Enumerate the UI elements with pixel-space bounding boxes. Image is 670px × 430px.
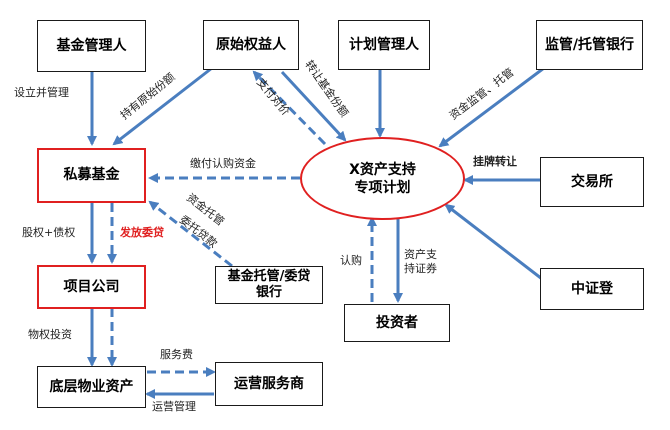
label-property-investment: 物权投资 (28, 328, 72, 341)
arrow-original-owner-to-private-fund (112, 66, 213, 146)
label-establish-manage: 设立并管理 (14, 86, 69, 99)
node-custodian-bank: 监管/托管银行 (536, 20, 643, 70)
label-equity-debt: 股权+债权 (22, 226, 76, 239)
arrow-csdc-to-abs-plan (444, 203, 547, 284)
label-pay-subscription: 缴付认购资金 (190, 157, 256, 170)
arrow-abs-plan-to-original-owner (252, 70, 327, 146)
node-operator: 运营服务商 (215, 362, 323, 406)
label-asset-backed-securities: 资产支持证券 (404, 248, 442, 276)
node-exchange: 交易所 (540, 157, 644, 207)
arrow-trustee-to-private-fund (148, 200, 233, 268)
abs-plan-line2: 专项计划 (354, 179, 411, 196)
label-service-fee: 服务费 (160, 348, 193, 361)
label-asset-backed-securities-text: 资产支持证券 (404, 248, 437, 275)
node-abs-plan: X资产支持 专项计划 (300, 137, 465, 220)
node-property-assets: 底层物业资产 (37, 366, 146, 408)
node-project-company: 项目公司 (37, 265, 146, 309)
arrow-custodian-to-abs-plan (438, 66, 545, 148)
node-investors: 投资者 (344, 304, 450, 342)
fund-trustee-line2: 银行 (255, 285, 282, 300)
node-plan-manager: 计划管理人 (338, 20, 430, 70)
label-operation-management: 运营管理 (152, 400, 196, 413)
fund-trustee-line1: 基金托管/委贷 (227, 269, 311, 284)
node-fund-trustee-bank: 基金托管/委贷 银行 (215, 266, 323, 304)
label-subscribe: 认购 (340, 254, 362, 267)
abs-plan-line1: X资产支持 (349, 161, 416, 178)
node-csdc: 中证登 (540, 268, 644, 310)
node-fund-manager: 基金管理人 (37, 20, 146, 72)
node-original-owner: 原始权益人 (203, 20, 299, 70)
label-issue-loan: 发放委贷 (120, 226, 164, 239)
arrow-original-owner-to-abs-plan (280, 70, 347, 142)
node-private-fund: 私募基金 (37, 148, 146, 203)
label-listing-transfer: 挂牌转让 (473, 155, 517, 168)
